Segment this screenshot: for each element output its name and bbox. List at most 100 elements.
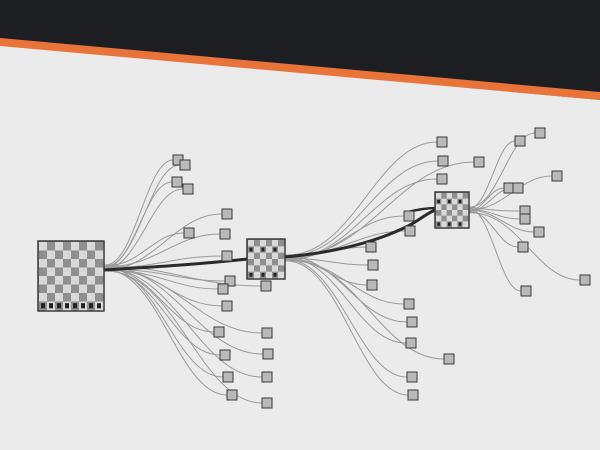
board-square	[254, 259, 261, 266]
board-square	[266, 240, 273, 247]
board-square	[63, 276, 72, 285]
board-square	[462, 221, 469, 228]
board-square	[278, 271, 285, 279]
tree-edge	[103, 232, 185, 266]
screen-top-accent-bar	[0, 38, 600, 100]
board-square	[441, 221, 447, 228]
board-square	[87, 284, 96, 294]
board-square	[39, 242, 48, 251]
board-square	[63, 250, 72, 260]
tree-node	[520, 285, 532, 297]
board-square	[278, 252, 285, 260]
tree-node	[221, 208, 233, 220]
tree-node	[406, 371, 418, 383]
tree-node	[512, 182, 524, 194]
chess-piece	[448, 222, 451, 226]
board-square	[278, 259, 285, 266]
tree-node	[221, 250, 233, 262]
tree-node	[443, 353, 455, 365]
tree-edge	[284, 258, 408, 378]
tree-node	[405, 337, 417, 349]
board-square	[248, 265, 255, 272]
board-square	[55, 267, 64, 277]
board-square	[71, 259, 80, 268]
board-square	[452, 193, 458, 199]
chess-piece	[458, 222, 462, 226]
tree-edge	[467, 210, 519, 248]
board-square	[39, 259, 48, 268]
tree-node	[367, 259, 379, 271]
board-square	[254, 246, 261, 253]
chess-piece	[65, 303, 69, 309]
board-square	[71, 250, 80, 260]
tree-node	[219, 228, 231, 240]
board-square	[47, 250, 56, 260]
board-square	[457, 204, 463, 211]
board-square	[39, 267, 48, 277]
board-square	[446, 210, 453, 216]
board-square	[95, 276, 104, 285]
board-square	[436, 204, 442, 211]
tree-node	[365, 241, 377, 253]
board-square	[278, 240, 285, 247]
tree-node	[436, 173, 448, 185]
board-square	[95, 259, 104, 268]
chess-piece	[448, 199, 451, 204]
tree-edge	[467, 206, 521, 212]
board-square	[272, 259, 279, 266]
board-square	[278, 246, 285, 253]
board-square	[272, 265, 279, 272]
board-square	[47, 267, 56, 277]
chess-piece	[97, 303, 101, 309]
board-square	[441, 215, 447, 222]
tree-node	[406, 316, 418, 328]
board-square	[63, 293, 72, 302]
tree-edge	[284, 260, 405, 305]
board-square	[452, 204, 458, 211]
chess-piece	[273, 247, 277, 252]
board-square	[266, 246, 273, 253]
chess-piece	[249, 247, 253, 252]
board-square	[79, 250, 88, 260]
tree-node	[224, 275, 236, 287]
tree-node	[533, 226, 545, 238]
board-square	[462, 204, 469, 211]
board-square	[272, 252, 279, 260]
chess-piece	[57, 303, 61, 309]
chess-piece	[261, 272, 265, 277]
board-square	[254, 271, 261, 279]
board-square	[55, 276, 64, 285]
board-square	[266, 259, 273, 266]
tree-node	[222, 371, 234, 383]
board-square	[462, 215, 469, 222]
board-square	[446, 215, 453, 222]
tree-node	[261, 327, 273, 339]
board-square	[79, 276, 88, 285]
board-square	[272, 240, 279, 247]
chess-piece	[437, 222, 440, 226]
tree-node	[221, 300, 233, 312]
board-square	[260, 265, 267, 272]
tree-node	[517, 241, 529, 253]
tree-node	[260, 280, 272, 292]
board-square	[248, 240, 255, 247]
board-square	[95, 242, 104, 251]
board-square	[266, 265, 273, 272]
tree-node	[551, 170, 563, 182]
board-square	[71, 267, 80, 277]
board-square	[47, 259, 56, 268]
board-square	[260, 240, 267, 247]
chess-piece	[273, 272, 277, 277]
board-square	[63, 242, 72, 251]
board-square	[79, 293, 88, 302]
tree-node	[261, 371, 273, 383]
board-square	[462, 193, 469, 199]
tree-node	[226, 389, 238, 401]
tree-edge	[467, 132, 536, 208]
board-square	[254, 240, 261, 247]
board-square	[441, 210, 447, 216]
tree-node	[182, 183, 194, 195]
chess-piece	[41, 303, 45, 309]
board-square	[446, 193, 453, 199]
board-square	[39, 250, 48, 260]
